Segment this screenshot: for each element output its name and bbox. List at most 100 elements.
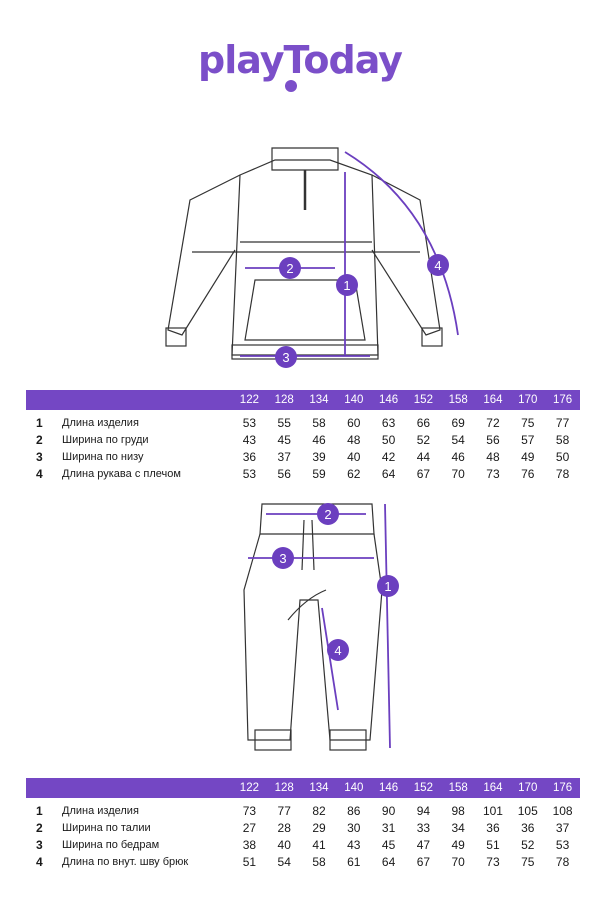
pants-marker-4-label: 4 <box>334 643 341 658</box>
pants-size-header: 164 <box>475 778 511 798</box>
jacket-right-cuff <box>421 327 443 347</box>
cell-value: 75 <box>521 854 535 869</box>
row-label: Длина по внут. шву брюк <box>62 855 189 868</box>
jacket-marker-2 <box>279 257 301 279</box>
cell-value: 101 <box>482 803 503 818</box>
cell-value: 33 <box>416 820 431 835</box>
cell-value: 105 <box>517 803 538 818</box>
jacket-size-header: 158 <box>440 390 476 410</box>
jacket-size-header: 176 <box>545 390 580 410</box>
cell-value: 53 <box>242 466 257 481</box>
jacket-marker-1 <box>336 274 358 296</box>
cell-value: 51 <box>242 854 257 869</box>
jacket-size-header: 164 <box>475 390 511 410</box>
jacket-size-header: 134 <box>301 390 337 410</box>
cell-value: 47 <box>416 837 431 852</box>
cell-value: 48 <box>347 432 361 447</box>
cell-value: 61 <box>347 854 361 869</box>
cell-value: 51 <box>486 837 500 852</box>
row-label: Ширина по низу <box>62 450 144 463</box>
cell-value: 55 <box>277 415 291 430</box>
jacket-hem-band <box>231 344 379 360</box>
row-number: 4 <box>36 466 43 481</box>
jacket-size-header: 122 <box>232 390 267 410</box>
row-number: 2 <box>36 820 43 835</box>
cell-value: 31 <box>381 820 396 835</box>
pants-left-cuff <box>254 729 292 751</box>
jacket-drawing: 1 2 3 4 <box>165 147 459 368</box>
cell-value: 77 <box>555 415 570 430</box>
cell-value: 78 <box>555 466 570 481</box>
cell-value: 94 <box>416 803 431 818</box>
jacket-table-row: 1 Длина изделия 53 55 58 60 63 66 69 72 … <box>26 410 580 431</box>
pants-marker-2-label: 2 <box>324 507 331 522</box>
cell-value: 67 <box>416 854 431 869</box>
cell-value: 62 <box>347 466 361 481</box>
jacket-marker-3 <box>275 346 297 368</box>
cell-value: 73 <box>242 803 257 818</box>
cell-value: 46 <box>312 432 326 447</box>
jacket-marker-1-label: 1 <box>343 278 350 293</box>
cell-value: 43 <box>242 432 257 447</box>
cell-value: 46 <box>451 449 465 464</box>
pants-right-cuff <box>329 729 367 751</box>
cell-value: 108 <box>552 803 573 818</box>
pants-table-row: 1 Длина изделия 73 77 82 86 90 94 98 101… <box>26 798 580 819</box>
cell-value: 30 <box>347 820 361 835</box>
pants-drawing: 1 2 3 4 <box>243 503 399 751</box>
cell-value: 70 <box>451 854 465 869</box>
pants-size-header: 176 <box>545 778 580 798</box>
cell-value: 72 <box>486 415 500 430</box>
pants-size-header: 158 <box>440 778 476 798</box>
cell-value: 90 <box>381 803 396 818</box>
cell-value: 98 <box>451 803 465 818</box>
pants-size-header: 152 <box>405 778 441 798</box>
cell-value: 77 <box>277 803 291 818</box>
row-number: 3 <box>36 837 43 852</box>
jacket-left-sleeve-outline <box>167 174 241 336</box>
jacket-left-cuff <box>165 327 187 347</box>
row-number: 1 <box>36 803 43 818</box>
pants-size-table: 122 128 134 140 146 152 158 164 170 176 … <box>26 778 580 870</box>
cell-value: 45 <box>381 837 396 852</box>
cell-value: 40 <box>347 449 361 464</box>
cell-value: 29 <box>312 820 326 835</box>
pants-table-row: 2 Ширина по талии 27 28 29 30 31 33 34 3… <box>26 819 580 836</box>
row-label: Длина изделия <box>62 804 139 817</box>
jacket-pocket-outline <box>244 279 366 341</box>
jacket-marker-4-label: 4 <box>434 258 441 273</box>
cell-value: 78 <box>555 854 570 869</box>
cell-value: 86 <box>347 803 361 818</box>
cell-value: 75 <box>521 415 535 430</box>
cell-value: 28 <box>277 820 291 835</box>
pants-marker-3 <box>272 547 294 569</box>
cell-value: 56 <box>486 432 500 447</box>
pants-marker-2 <box>317 503 339 525</box>
cell-value: 37 <box>555 820 570 835</box>
cell-value: 50 <box>555 449 570 464</box>
cell-value: 39 <box>312 449 326 464</box>
jacket-marker-2-label: 2 <box>286 261 293 276</box>
jacket-collar-outline <box>271 147 339 171</box>
cell-value: 53 <box>555 837 570 852</box>
cell-value: 63 <box>381 415 396 430</box>
pants-size-header: 122 <box>232 778 267 798</box>
cell-value: 73 <box>486 854 500 869</box>
cell-value: 64 <box>381 466 396 481</box>
cell-value: 49 <box>451 837 465 852</box>
pants-size-header: 146 <box>371 778 406 798</box>
pants-marker-3-label: 3 <box>279 551 286 566</box>
cell-value: 66 <box>416 415 431 430</box>
row-label: Длина рукава с плечом <box>62 467 181 480</box>
jacket-right-sleeve-outline <box>371 174 441 336</box>
pants-size-header: 170 <box>510 778 546 798</box>
row-number: 1 <box>36 415 43 430</box>
cell-value: 70 <box>451 466 465 481</box>
jacket-table-row: 2 Ширина по груди 43 45 46 48 50 52 54 5… <box>26 431 580 448</box>
cell-value: 67 <box>416 466 431 481</box>
cell-value: 36 <box>486 820 500 835</box>
row-label: Ширина по бедрам <box>62 838 160 851</box>
cell-value: 36 <box>242 449 257 464</box>
pants-marker-1-label: 1 <box>384 579 391 594</box>
jacket-size-header-row: 122 128 134 140 146 152 158 164 170 176 <box>26 390 580 410</box>
